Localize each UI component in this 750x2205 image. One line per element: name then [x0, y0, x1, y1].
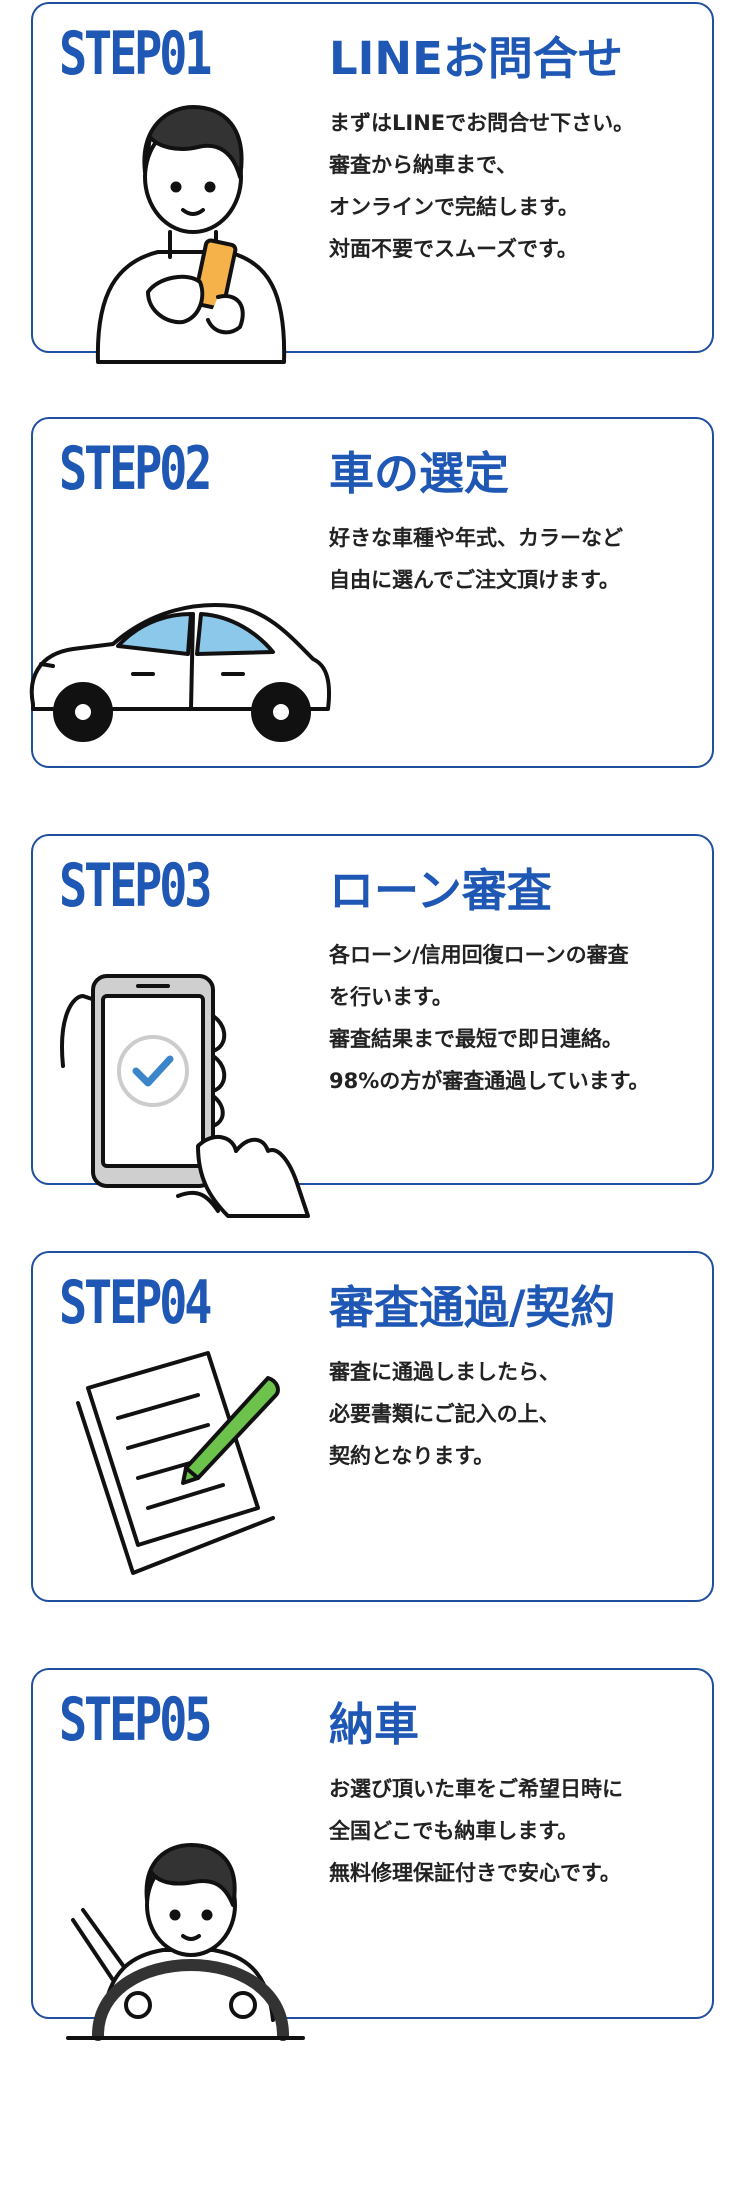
step-desc-line: 審査に通過しましたら、 [329, 1360, 560, 1384]
step-card-5: STEP05 納車 お選び頂いた車をご希望日時に 全国どこでも納車します。 無料… [31, 1668, 714, 2041]
step-title: 車の選定 [329, 447, 510, 500]
car-icon [29, 602, 332, 742]
step-title: LINEお問合せ [329, 32, 623, 85]
smartphone-check-icon [60, 974, 310, 1218]
step-description: まずはLINEでお問合せ下さい。 審査から納車まで、 オンラインで完結します。 … [329, 102, 709, 270]
step-description: お選び頂いた車をご希望日時に 全国どこでも納車します。 無料修理保証付きで安心で… [329, 1768, 709, 1894]
person-phone-icon [95, 105, 287, 364]
step-title: 審査通過/契約 [329, 1281, 616, 1334]
step-desc-line: 無料修理保証付きで安心です。 [329, 1861, 621, 1885]
step-description: 審査に通過しましたら、 必要書類にご記入の上、 契約となります。 [329, 1351, 709, 1477]
step-desc-line: オンラインで完結します。 [329, 195, 579, 219]
step-desc-line: 自由に選んでご注文頂けます。 [329, 568, 620, 592]
step-desc-line: 審査結果まで最短で即日連絡。 [329, 1027, 623, 1051]
step-title: ローン審査 [329, 864, 552, 917]
step-desc-line: お選び頂いた車をご希望日時に [329, 1777, 623, 1801]
step-desc-line: 対面不要でスムーズです。 [329, 237, 578, 261]
step-title: 納車 [329, 1698, 420, 1751]
step-desc-line: 契約となります。 [329, 1444, 495, 1468]
document-pen-icon [76, 1351, 280, 1575]
step-card-1: STEP01 LINEお問合せ まずはLINEでお問合せ下さい。 審査から納車ま… [31, 2, 714, 364]
step-card-2: STEP02 車の選定 好きな車種や年式、カラーなど 自由に選んでご注文頂けます… [29, 417, 714, 768]
step-desc-line: 98%の方が審査通過しています。 [329, 1069, 650, 1093]
step-desc-line: 各ローン/信用回復ローンの審査 [329, 943, 629, 967]
step-card-4: STEP04 審査通過/契約 審査に通過しましたら、 必要書類にご記入の上、 契… [31, 1251, 714, 1602]
step-label: STEP04 [59, 1268, 212, 1338]
step-label: STEP03 [59, 851, 212, 921]
step-card-3: STEP03 ローン審査 各ローン/信用回復ローンの審査 を行います。 審査結果… [31, 834, 714, 1218]
step-desc-line: まずはLINEでお問合せ下さい。 [329, 111, 635, 135]
step-desc-line: 審査から納車まで、 [329, 153, 518, 177]
step-description: 各ローン/信用回復ローンの審査 を行います。 審査結果まで最短で即日連絡。 98… [329, 934, 709, 1102]
step-label: STEP01 [59, 19, 212, 89]
step-desc-line: を行います。 [329, 985, 453, 1009]
step-label: STEP02 [59, 434, 212, 504]
step-label: STEP05 [59, 1685, 212, 1755]
driver-icon [66, 1843, 305, 2041]
step-desc-line: 好きな車種や年式、カラーなど [329, 526, 623, 550]
step-desc-line: 全国どこでも納車します。 [329, 1819, 579, 1843]
step-desc-line: 必要書類にご記入の上、 [329, 1402, 560, 1426]
step-description: 好きな車種や年式、カラーなど 自由に選んでご注文頂けます。 [329, 517, 709, 601]
